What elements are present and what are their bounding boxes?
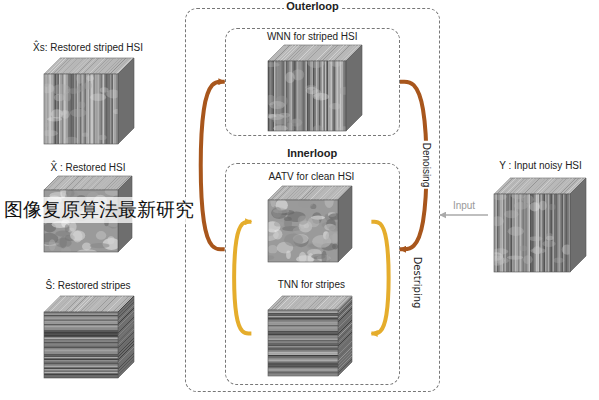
module-caption: WNN for striped HSI — [265, 31, 360, 43]
region-heading: Outerloop — [284, 0, 341, 13]
module-caption: X̂s: Restored striped HSI — [31, 42, 145, 54]
hsi-cube — [261, 186, 352, 264]
hsi-cube — [489, 178, 586, 272]
module-caption: TNN for stripes — [276, 279, 347, 291]
flow-arrow — [201, 82, 225, 250]
loop-region: WNN for striped HSI — [225, 28, 400, 136]
hsi-cube — [41, 58, 134, 144]
flow-arrow — [234, 222, 251, 334]
module-box: TNN for stripes — [251, 277, 371, 379]
arrow-label: Denoising — [421, 141, 433, 189]
process-label: Destriping — [413, 254, 424, 310]
module-caption: Y : Input noisy HSI — [497, 160, 584, 172]
loop-region: OuterloopWNN for striped HSIInnerloopAAT… — [185, 8, 440, 392]
module-box: Ŝ: Restored stripes — [8, 278, 168, 383]
module-box: AATV for clean HSI — [251, 169, 371, 264]
module-caption: Ŝ: Restored stripes — [43, 280, 132, 292]
loop-region: InnerloopAATV for clean HSITNN for strip… — [225, 163, 400, 385]
region-heading: Innerloop — [285, 147, 339, 160]
hsi-cube — [44, 296, 134, 378]
flow-arrow — [371, 222, 388, 334]
arrow-label: Input — [451, 200, 477, 212]
watermark-text: 图像复原算法最新研究 — [2, 197, 196, 223]
flow-arrow — [440, 214, 488, 216]
hsi-cube — [261, 45, 362, 135]
module-box: Y : Input noisy HSI — [488, 158, 593, 278]
module-caption: AATV for clean HSI — [266, 171, 356, 183]
module-box: X̂s: Restored striped HSI — [8, 40, 168, 145]
module-caption: X̂ : Restored HSI — [48, 162, 127, 174]
hsi-cube — [268, 296, 352, 376]
